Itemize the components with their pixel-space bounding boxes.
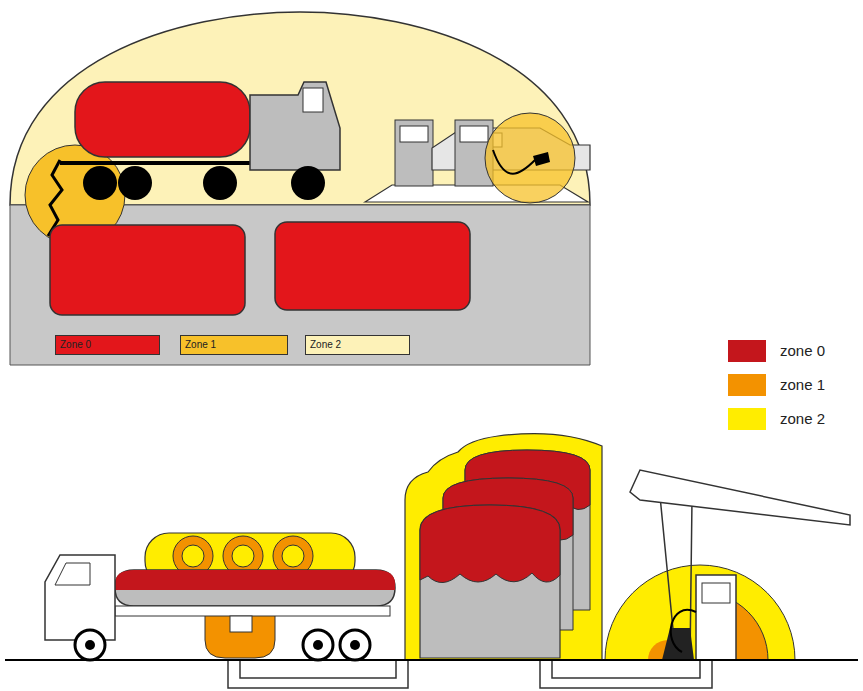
- chassis: [115, 606, 390, 616]
- cab-window: [303, 88, 323, 112]
- ground-line: [5, 659, 858, 661]
- hatch: [282, 545, 304, 567]
- bottom-scene: [5, 434, 858, 688]
- truck-cab: [45, 555, 115, 640]
- hose-line: [60, 161, 250, 165]
- legend-swatch: [728, 374, 766, 396]
- pump-display: [400, 126, 428, 142]
- legend-label: Zone 1: [185, 336, 216, 353]
- pump: [696, 575, 736, 660]
- pipe: [540, 660, 712, 688]
- canopy: [630, 470, 850, 525]
- nozzle-hose: [493, 150, 535, 174]
- truck-cab: [250, 82, 340, 170]
- wheel: [118, 166, 152, 200]
- nozzle-hose: [671, 610, 696, 652]
- nozzle: [533, 152, 550, 166]
- valve-box: [230, 616, 252, 632]
- legend-label: Zone 2: [310, 336, 341, 353]
- underground-tank: [50, 225, 245, 315]
- wheel: [313, 640, 323, 650]
- pump-display: [702, 583, 730, 603]
- pump-display: [460, 126, 488, 142]
- legend-swatch: Zone 0: [55, 335, 160, 355]
- hatch: [182, 545, 204, 567]
- underground-tank: [275, 222, 470, 310]
- wheel: [75, 630, 105, 660]
- ground: [10, 205, 590, 365]
- cab-window: [55, 563, 90, 585]
- hatch: [232, 545, 254, 567]
- tanker-liquid: [115, 570, 395, 590]
- legend-swatch: Zone 1: [180, 335, 288, 355]
- legend-swatch: Zone 2: [305, 335, 410, 355]
- pipe: [228, 660, 408, 688]
- zone2-enclosure: [405, 434, 602, 660]
- wheel: [350, 640, 360, 650]
- wheel: [340, 630, 370, 660]
- column-base: [662, 628, 694, 660]
- wheel: [83, 166, 117, 200]
- storage-tank-body: [420, 505, 560, 658]
- legend-label: Zone 0: [60, 336, 91, 353]
- wheel: [85, 640, 95, 650]
- legend-label: zone 0: [780, 340, 825, 362]
- top-scene: [10, 12, 590, 365]
- legend-label: zone 1: [780, 374, 825, 396]
- zone2-pump: [605, 565, 795, 660]
- zone1-circle: [485, 113, 575, 203]
- wheel: [203, 166, 237, 200]
- truck-tank: [75, 82, 250, 157]
- pump: [395, 120, 433, 186]
- wheel: [291, 166, 325, 200]
- legend-swatch: [728, 408, 766, 430]
- storage-tank-liquid: [420, 505, 560, 583]
- wheel: [303, 630, 333, 660]
- tanker-body: [115, 570, 395, 606]
- legend-label: zone 2: [780, 408, 825, 430]
- zone2-dome: [10, 12, 590, 205]
- legend-swatch: [728, 340, 766, 362]
